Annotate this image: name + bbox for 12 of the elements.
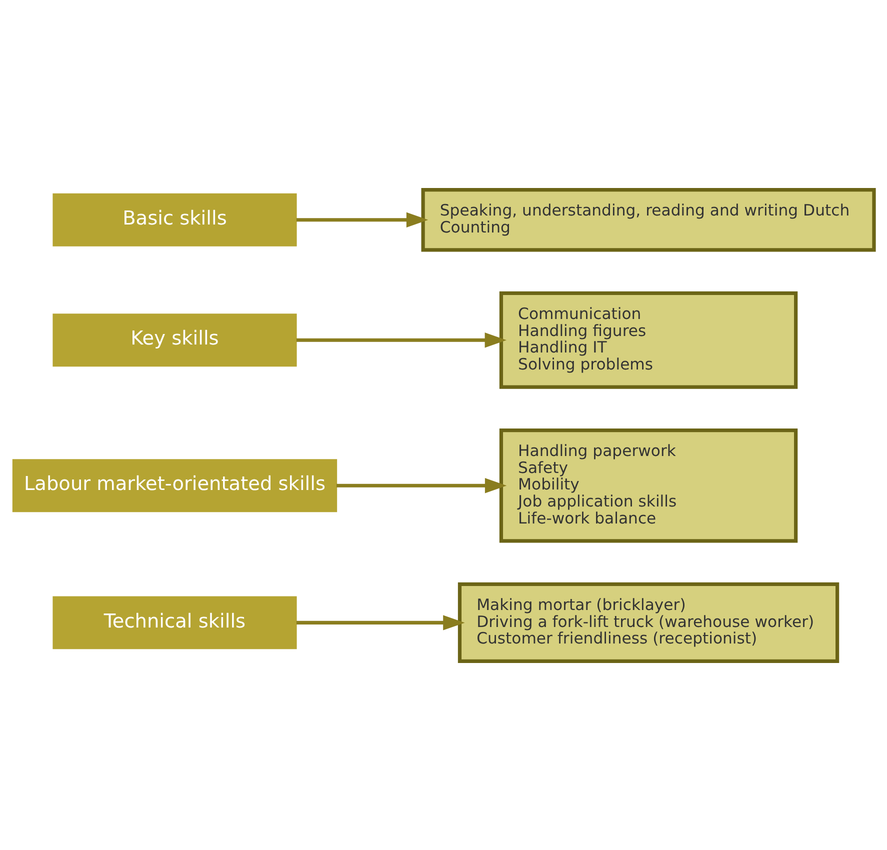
- node-box: Speaking, understanding, reading and writing Dutch Counting: [421, 188, 876, 252]
- arrow: [296, 614, 465, 630]
- arrow: [296, 212, 428, 227]
- node-box: Basic skills: [52, 192, 297, 246]
- node-box: Making mortar (bricklayer) Driving a fork-lift truck (warehouse worker) Customer friendliness (receptionist): [458, 582, 840, 662]
- node-box: Key skills: [52, 313, 297, 366]
- node-box: Communication Handling figures Handling IT Solving problems: [499, 290, 798, 388]
- node-box: Labour market-orientated skills: [12, 458, 338, 512]
- arrow: [336, 478, 507, 493]
- node-box: Handling paperwork Safety Mobility Job application skills Life-work balance: [499, 428, 798, 542]
- node-box: Technical skills: [52, 596, 297, 649]
- arrow: [296, 332, 506, 348]
